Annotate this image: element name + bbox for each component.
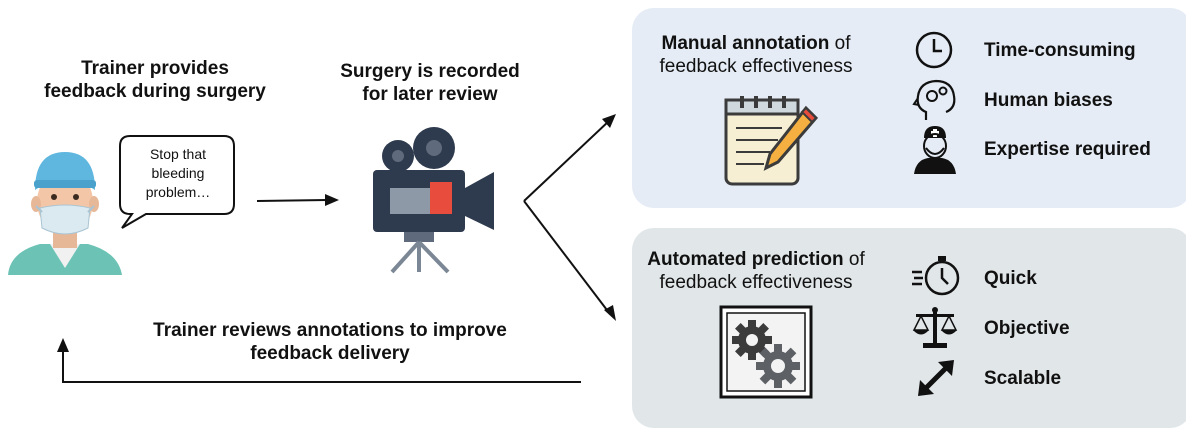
head-gears-icon — [912, 79, 956, 120]
manual-item-biases: Human biases — [984, 90, 1113, 111]
notepad-pencil-icon — [724, 96, 819, 186]
automated-prediction-panel: Automated prediction of feedback effecti… — [632, 228, 1186, 428]
video-camera-icon — [373, 127, 494, 274]
manual-annotation-panel: Manual annotation of feedback effectiven… — [632, 8, 1186, 208]
arrow-to-camera — [256, 194, 339, 206]
return-arrow — [57, 338, 581, 383]
speech-bubble — [119, 135, 235, 229]
clock-icon — [915, 31, 953, 69]
expand-arrow-icon — [918, 360, 954, 396]
stopwatch-icon — [912, 256, 960, 296]
recording-caption: Surgery is recorded for later review — [340, 61, 520, 105]
split-arrows — [523, 114, 616, 321]
auto-item-scalable: Scalable — [984, 368, 1062, 389]
gears-icon — [719, 305, 813, 399]
auto-item-objective: Objective — [984, 318, 1070, 339]
manual-item-expertise: Expertise required — [984, 139, 1151, 160]
manual-item-time: Time-consuming — [984, 40, 1136, 61]
trainer-caption: Trainer provides feedback during surgery — [44, 58, 266, 102]
auto-panel-title: Automated prediction of feedback effecti… — [647, 249, 865, 293]
manual-panel-title: Manual annotation of feedback effectiven… — [659, 33, 853, 77]
auto-item-quick: Quick — [984, 268, 1037, 289]
surgeon-icon — [8, 152, 122, 275]
doctor-icon — [914, 126, 956, 174]
review-caption: Trainer reviews annotations to improve f… — [153, 320, 507, 364]
speech-bubble-text: Stop that bleeding problem… — [145, 146, 211, 200]
scales-icon — [912, 307, 958, 348]
